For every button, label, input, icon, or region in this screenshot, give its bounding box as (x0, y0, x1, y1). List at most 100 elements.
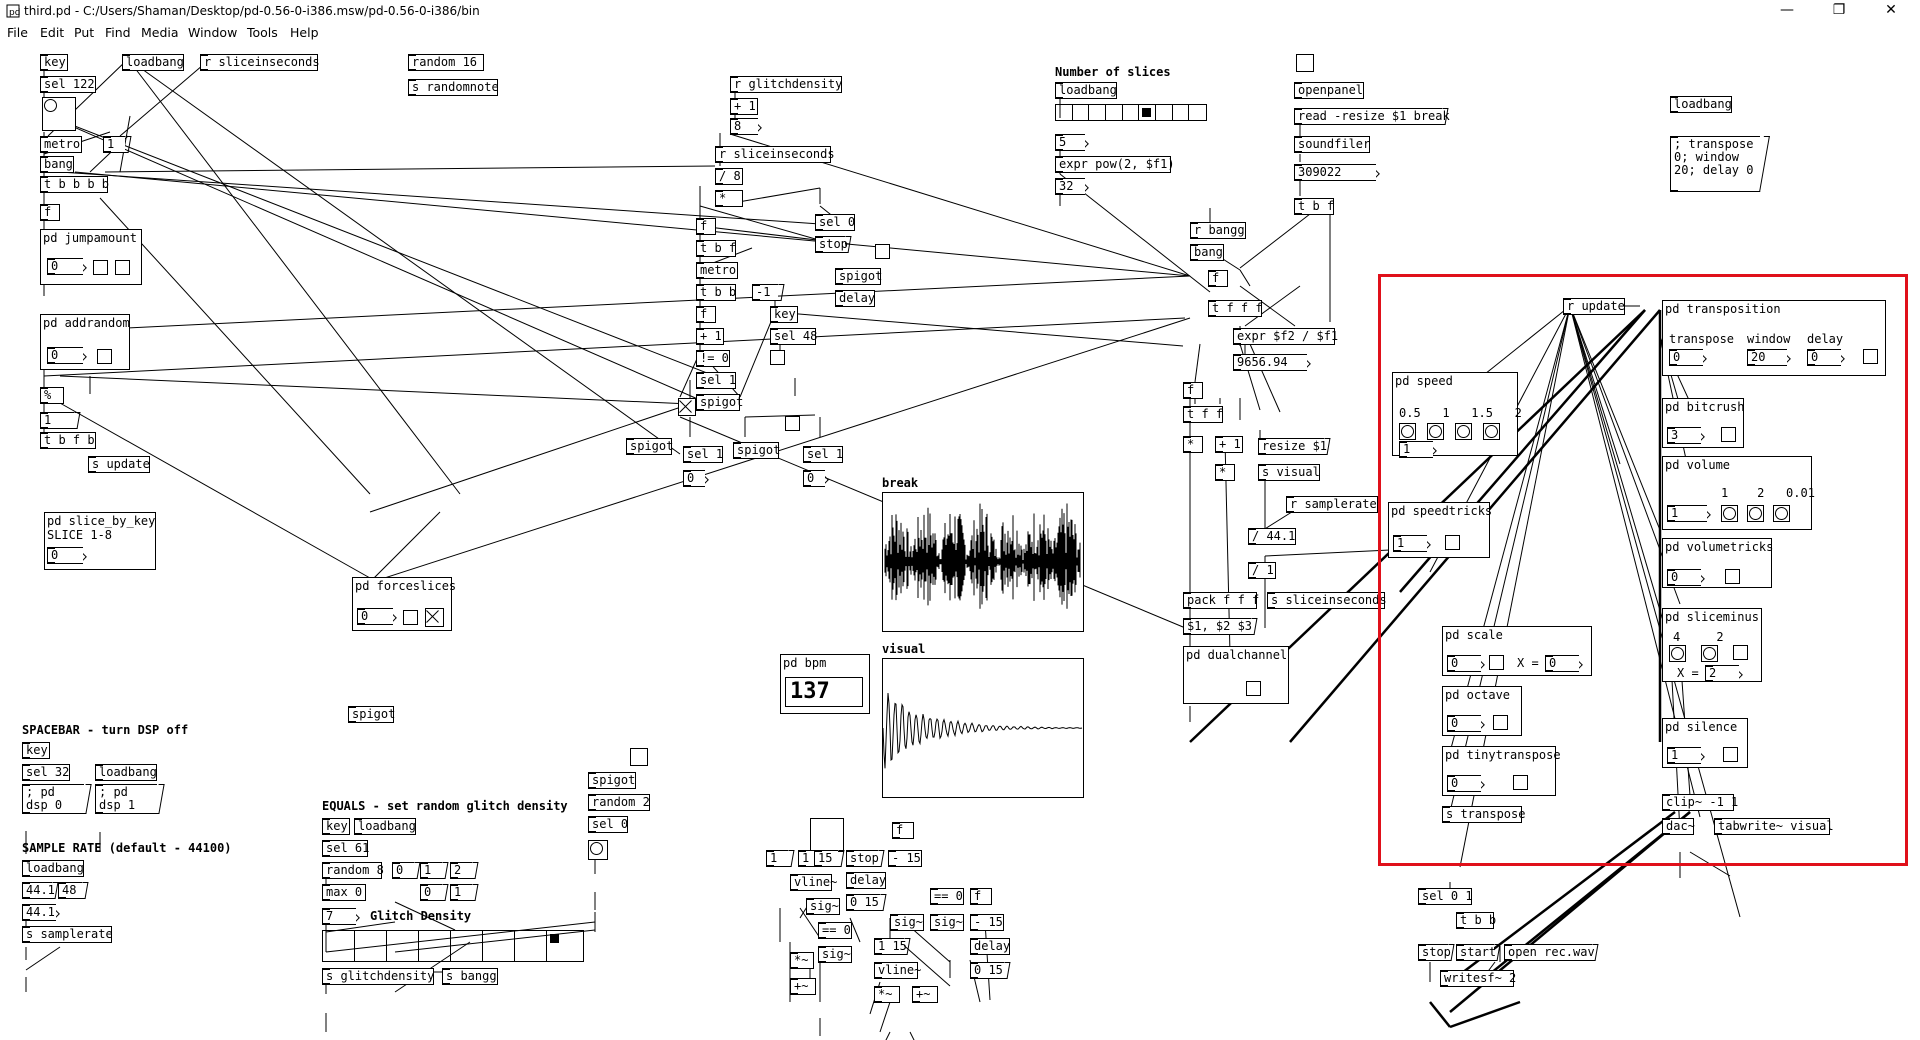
vline-object-2[interactable]: vline~ (874, 962, 921, 979)
spigot-toggle-2[interactable] (785, 416, 800, 431)
pd-silence-subpatch[interactable]: pd silence 1 (1662, 718, 1748, 768)
sel-48-toggle[interactable] (770, 350, 785, 365)
pack-message[interactable]: $1, $2 $3 (1183, 618, 1258, 635)
delay-number[interactable]: 0 (1807, 349, 1841, 366)
menu-file[interactable]: File (7, 25, 28, 40)
volumetricks-toggle[interactable] (1725, 569, 1740, 584)
divide-44-1-object[interactable]: / 44.1 (1248, 528, 1296, 545)
delay-object-2[interactable]: delay (846, 872, 886, 889)
equals-0-object-2[interactable]: == 0 (930, 888, 964, 905)
speedtricks-number[interactable]: 1 (1393, 535, 1427, 552)
transposition-toggle[interactable] (1863, 349, 1878, 364)
plus-1-object-2[interactable]: + 1 (696, 328, 724, 345)
volumetricks-number[interactable]: 0 (1667, 569, 1701, 586)
loadbang-object-5[interactable]: loadbang (22, 860, 84, 877)
pd-bpm-subpatch[interactable]: pd bpm 137 (780, 654, 870, 714)
spigot-object[interactable]: spigot (348, 706, 395, 723)
msg-0-15-b[interactable]: 0 15 (970, 962, 1011, 979)
send-randomnote[interactable]: s randomnote (408, 79, 499, 96)
send-update[interactable]: s update (88, 456, 150, 473)
bitcrush-toggle[interactable] (1721, 427, 1736, 442)
loadbang-object[interactable]: loadbang (122, 54, 184, 71)
tabwrite-visual-object[interactable]: tabwrite~ visual (1714, 818, 1834, 835)
sliceminus-bang-2[interactable] (1701, 645, 1718, 662)
msg-48[interactable]: 48 (58, 882, 89, 899)
msg-1-a[interactable]: 1 (420, 862, 449, 879)
sel-61-object[interactable]: sel 61 (322, 840, 369, 857)
equals-0-object[interactable]: == 0 (818, 922, 852, 939)
bang-object-2[interactable]: bang (1190, 244, 1224, 261)
sigadd-object[interactable]: +~ (790, 978, 816, 995)
random-16-object[interactable]: random 16 (408, 54, 484, 71)
random-2-object[interactable]: random 2 (588, 794, 650, 811)
addrandom-number[interactable]: 0 (47, 347, 83, 364)
key-object[interactable]: key (40, 54, 68, 71)
sliceminus-bang-4[interactable] (1669, 645, 1686, 662)
spigot-gate-toggle[interactable] (678, 398, 696, 416)
divide-8-object[interactable]: / 8 (715, 168, 743, 185)
volume-bang-2[interactable] (1747, 505, 1764, 522)
speed-number[interactable]: 1 (1399, 441, 1433, 458)
float-object-2[interactable]: f (696, 218, 716, 235)
msg-1-d[interactable]: 1 (798, 850, 823, 867)
metro-object[interactable]: metro (40, 136, 82, 153)
send-sliceinseconds[interactable]: s sliceinseconds (1267, 592, 1387, 609)
pd-dualchannel-subpatch[interactable]: pd dualchannel (1183, 646, 1289, 704)
soundfiler-object[interactable]: soundfiler (1294, 136, 1370, 153)
dsp-on-message[interactable]: ; pd dsp 1 (95, 784, 165, 814)
sigmul-object-2[interactable]: *~ (874, 986, 900, 1003)
number-zero-a[interactable]: 0 (683, 470, 705, 487)
sel-1-object-2[interactable]: sel 1 (683, 446, 723, 463)
pd-scale-subpatch[interactable]: pd scale 0 X = 0 (1442, 626, 1592, 676)
multiply-object-2[interactable]: * (1183, 436, 1203, 453)
stop-message-2[interactable]: stop (846, 850, 885, 867)
openpanel-bang[interactable] (1296, 54, 1314, 72)
float-object-5[interactable]: f (1183, 382, 1203, 399)
tinytranspose-toggle[interactable] (1513, 775, 1528, 790)
silence-toggle[interactable] (1723, 747, 1738, 762)
receive-samplerate[interactable]: r samplerate (1286, 496, 1378, 513)
random-bang[interactable] (588, 840, 608, 860)
silence-number[interactable]: 1 (1667, 747, 1701, 764)
sliceminus-number[interactable]: 2 (1705, 665, 1739, 682)
speed-bang-2[interactable] (1483, 423, 1500, 440)
window-number[interactable]: 20 (1747, 349, 1787, 366)
expr-divide-object[interactable]: expr $f2 / $f1 (1233, 328, 1338, 345)
speed-bang-0-5[interactable] (1399, 423, 1416, 440)
break-array-graph[interactable] (882, 492, 1084, 632)
key-object-4[interactable]: key (322, 818, 350, 835)
trigger-bf[interactable]: t b f (696, 240, 736, 257)
sel-1-object-3[interactable]: sel 1 (803, 446, 843, 463)
trigger-bbbb[interactable]: t b b b b (40, 176, 109, 193)
sig-object-2[interactable]: sig~ (818, 946, 852, 963)
dac-object[interactable]: dac~ (1662, 818, 1695, 835)
init-message[interactable]: ; transpose 0; window 20; delay 0 (1670, 136, 1770, 192)
sel-48-object[interactable]: sel 48 (770, 328, 817, 345)
sel-122-object[interactable]: sel 122 (40, 76, 96, 93)
sliceminus-toggle[interactable] (1733, 645, 1748, 660)
volume-bang-1[interactable] (1721, 505, 1738, 522)
tinytranspose-number[interactable]: 0 (1447, 775, 1481, 792)
msg-1-15[interactable]: 1 15 (874, 938, 911, 955)
resize-message[interactable]: resize $1 (1258, 438, 1331, 455)
minus-15-object[interactable]: - 15 (888, 850, 922, 867)
glitch-density-radio[interactable] (322, 930, 584, 962)
maximize-button[interactable]: ❐ (1832, 2, 1846, 18)
pd-addrandom-subpatch[interactable]: pd addrandom 0 (40, 314, 130, 370)
modulo-object[interactable]: % (40, 387, 64, 404)
sigadd-object-2[interactable]: +~ (912, 986, 938, 1003)
empty-box[interactable] (810, 818, 844, 852)
msg-0-b[interactable]: 0 (420, 884, 449, 901)
random-8-object[interactable]: random 8 (322, 862, 384, 879)
spigot-object-5[interactable]: spigot (733, 442, 780, 459)
key-object-3[interactable]: key (22, 742, 50, 759)
divide-1-object[interactable]: / 1 (1248, 562, 1276, 579)
sig-object-4[interactable]: sig~ (930, 914, 964, 931)
msg-2-a[interactable]: 2 (450, 862, 479, 879)
transpose-number[interactable]: 0 (1669, 349, 1703, 366)
forceslices-number[interactable]: 0 (357, 608, 393, 625)
multiply-object-3[interactable]: * (1215, 464, 1235, 481)
menu-window[interactable]: Window (188, 25, 238, 40)
message-1-b[interactable]: 1 (40, 412, 81, 429)
send-bangg[interactable]: s bangg (442, 968, 498, 985)
